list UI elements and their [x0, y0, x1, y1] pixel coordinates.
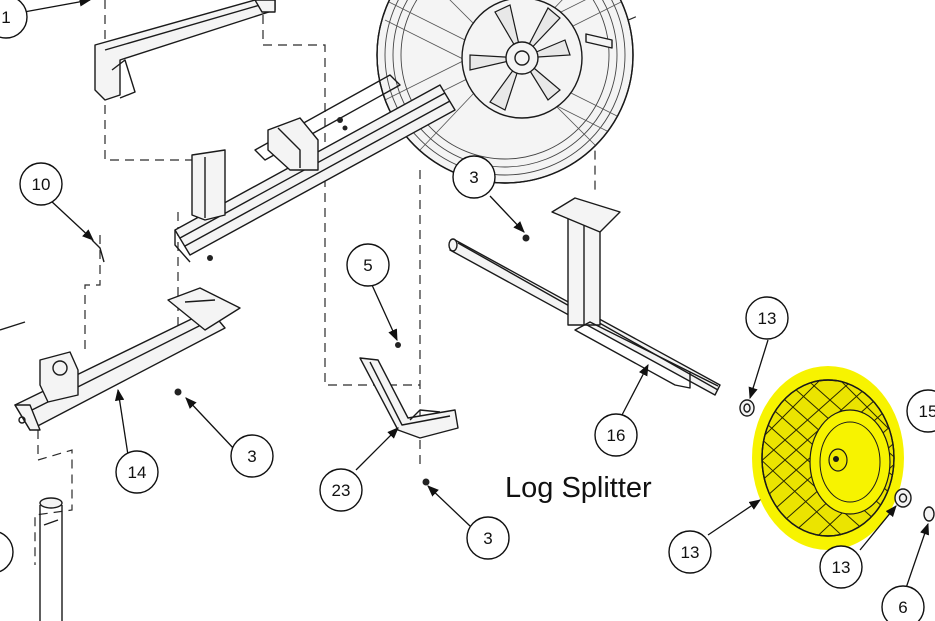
callout-label: 3 — [247, 447, 256, 466]
callout-5: 5 — [346, 243, 390, 287]
callout-3-bottom: 3 — [466, 516, 510, 560]
support-post — [39, 497, 63, 621]
hardware — [91, 234, 935, 522]
callout-label: 15 — [919, 402, 935, 421]
callout-label: 16 — [607, 426, 626, 445]
callout-edge-left — [0, 531, 14, 573]
callout-13-bottom-right: 13 — [819, 545, 863, 589]
callout-3-axle: 3 — [452, 155, 496, 199]
callout-10: 10 — [19, 162, 63, 206]
callout-label: 13 — [681, 543, 700, 562]
cross-member — [0, 287, 241, 431]
callout-14: 14 — [115, 450, 159, 494]
leader-lines — [23, 0, 930, 589]
callout-label: 1 — [1, 8, 10, 27]
axle — [448, 197, 721, 396]
callout-3-cross: 3 — [230, 434, 274, 478]
callout-label: 13 — [832, 558, 851, 577]
main-beam — [174, 74, 456, 263]
callout-15: 15 — [906, 389, 935, 433]
callout-23: 23 — [319, 468, 363, 512]
tow-bracket — [94, 0, 276, 101]
callout-label: 13 — [758, 309, 777, 328]
highlighted-tire-assembly — [752, 366, 904, 550]
callout-label: 10 — [32, 175, 51, 194]
callout-label: 23 — [332, 481, 351, 500]
callout-label: 6 — [898, 598, 907, 617]
callout-13-top: 13 — [745, 296, 789, 340]
callout-label: 14 — [128, 463, 147, 482]
diagram-caption: Log Splitter — [505, 472, 652, 504]
callout-13-bottom-left: 13 — [668, 530, 712, 574]
callout-1: 1 — [0, 0, 28, 39]
callout-6: 6 — [881, 585, 925, 621]
callout-16: 16 — [594, 413, 638, 457]
large-wheel-assembly — [376, 0, 634, 184]
callout-label: 3 — [469, 168, 478, 187]
axle-bracket — [359, 357, 459, 439]
callout-label: 5 — [363, 256, 372, 275]
callout-label: 3 — [483, 529, 492, 548]
